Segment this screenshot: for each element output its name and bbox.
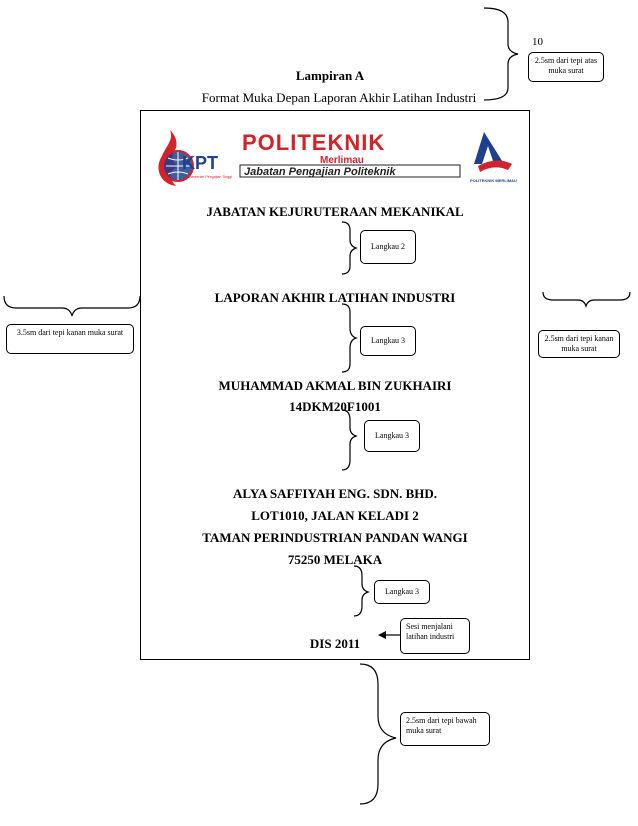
kpt-text: KPT [182,153,218,173]
appendix-subtitle: Format Muka Depan Laporan Akhir Latihan … [201,90,477,105]
spacing-brace-4 [353,565,370,617]
company-address-line-1: LOT1010, JALAN KELADI 2 [251,508,419,523]
spacing-note-3: Langkau 3 [364,420,420,452]
campus-wordmark: Merlimau [320,155,364,166]
top-margin-brace [483,7,519,101]
logo-graphic: KPT Kementerian Pengajian Tinggi POLITEK… [158,130,517,186]
politeknik-wordmark: POLITEKNIK [242,130,385,155]
top-margin-note: 2.5sm dari tepi atas muka surat [528,52,604,82]
appendix-title: Lampiran A [295,68,365,83]
report-title: LAPORAN AKHIR LATIHAN INDUSTRI [214,290,456,305]
company-address-line-3: 75250 MELAKA [287,552,383,567]
student-id: 14DKM20F1001 [289,399,381,414]
page-number: 10 [532,36,543,48]
right-margin-note: 2.5sm dari tepi kanan muka surat [538,330,620,358]
kpt-small-text: Kementerian Pengajian Tinggi [184,175,232,179]
left-margin-note: 3.5sm dari tepi kanan muka surat [6,324,134,354]
spacing-brace-3 [341,409,358,471]
company-address-line-2: TAMAN PERINDUSTRIAN PANDAN WANGI [202,530,468,545]
right-logo-text: POLITEKNIK MERLIMAU [470,178,517,183]
spacing-brace-1 [341,221,358,275]
department-title: JABATAN KEJURUTERAAN MEKANIKAL [206,204,464,219]
spacing-note-4: Langkau 3 [374,580,430,604]
right-margin-brace [542,291,631,308]
company-name: ALYA SAFFIYAH ENG. SDN. BHD. [232,486,438,501]
left-margin-brace [3,295,141,317]
spacing-brace-2 [341,303,358,373]
politeknik-logo-banner: KPT Kementerian Pengajian Tinggi POLITEK… [148,126,518,188]
spacing-note-2: Langkau 3 [360,326,416,356]
bottom-margin-note: 2.5sm dari tepi bawah muka surat [400,712,490,746]
student-name: MUHAMMAD AKMAL BIN ZUKHAIRI [218,378,452,393]
spacing-note-1: Langkau 2 [360,230,416,264]
session-text: DIS 2011 [309,636,361,651]
bottom-margin-brace [359,663,397,805]
cover-page-frame [140,110,530,660]
session-note: Sesi menjalani latihan industri [400,618,470,654]
department-wordmark: Jabatan Pengajian Politeknik [244,166,396,178]
